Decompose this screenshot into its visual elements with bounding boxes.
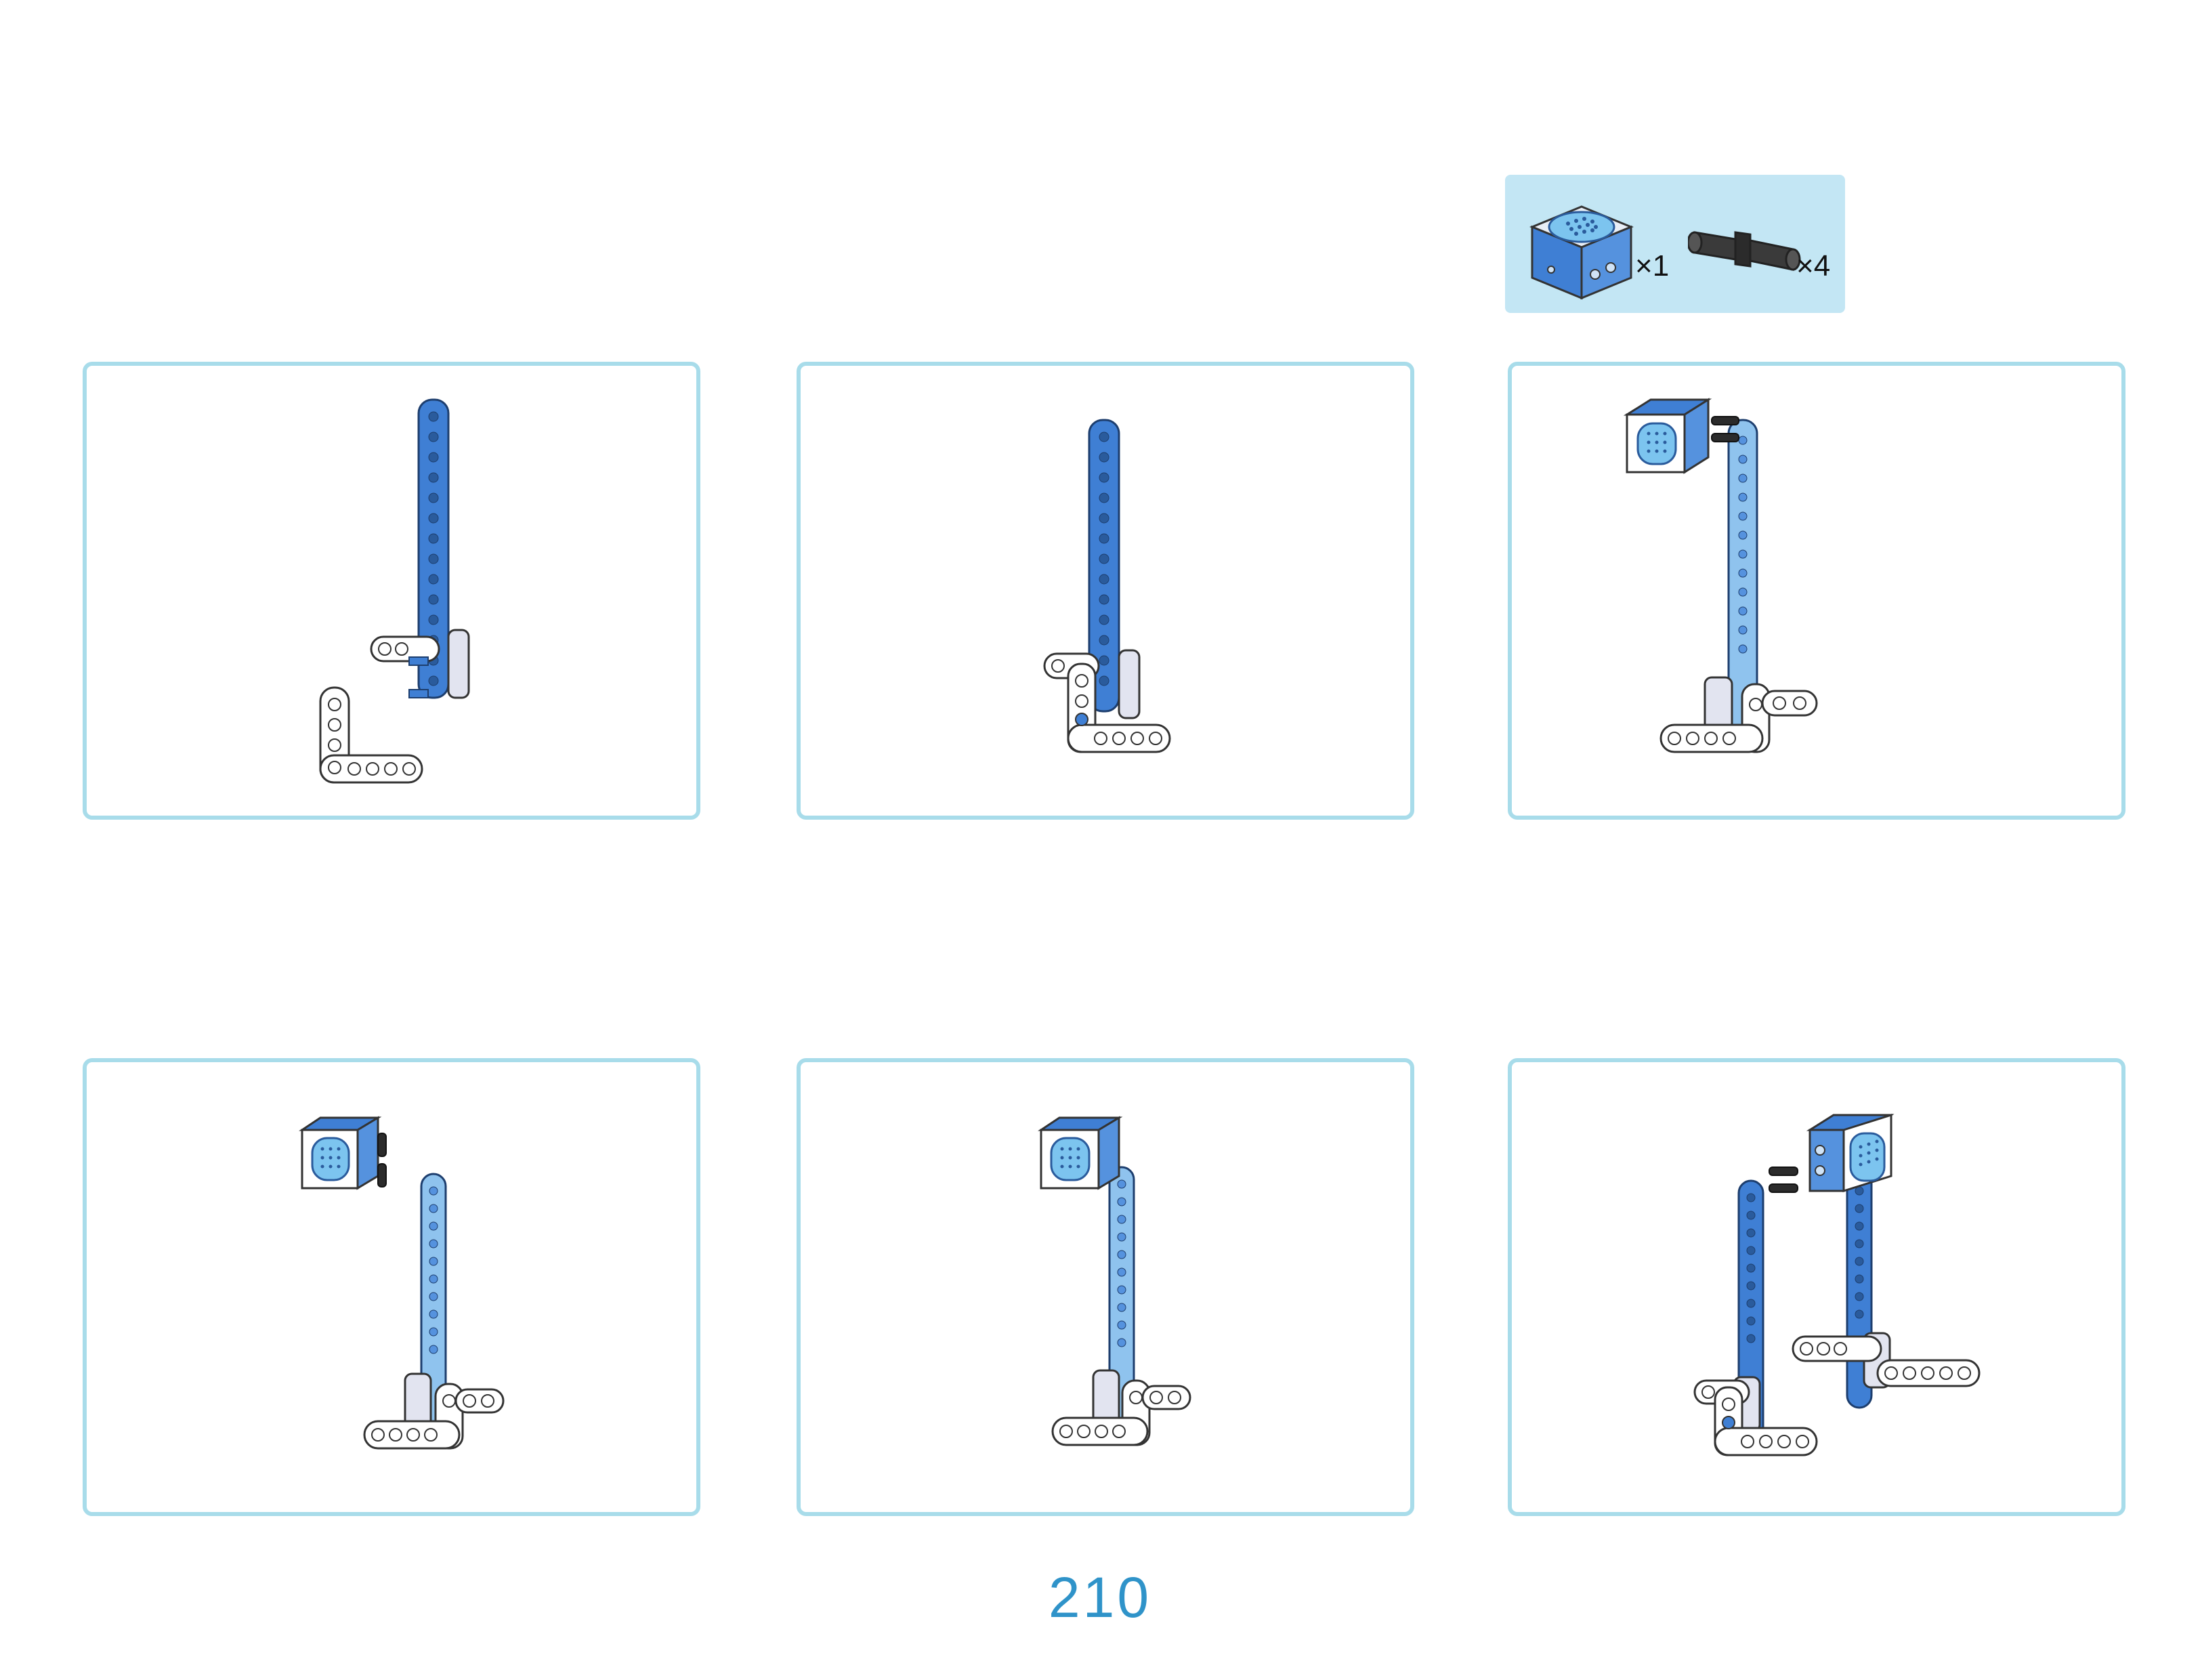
step-1-panel [83, 362, 700, 820]
step-6-panel [1508, 1058, 2125, 1516]
sensor-module-quantity: ×1 [1635, 249, 1670, 282]
step-5-panel [797, 1058, 1414, 1516]
beam-and-l-beam-assembly-icon [1043, 419, 1171, 753]
parts-list: ×1 ×4 [1505, 175, 1845, 313]
sensor-and-beam-assembly-icon [1038, 1116, 1191, 1446]
connector-pin-quantity: ×4 [1796, 249, 1831, 282]
sensor-and-beam-assembly-icon [299, 1116, 505, 1450]
step-4-panel [83, 1058, 700, 1516]
sensor-and-beam-assembly-icon [1623, 398, 1818, 753]
two-leg-sensor-assembly-icon [1693, 1113, 1981, 1456]
sensor-module-icon [1529, 205, 1634, 300]
step-3-panel [1508, 362, 2125, 820]
page-number: 210 [1048, 1566, 1152, 1629]
beam-and-l-beam-assembly-icon [319, 398, 470, 784]
connector-pin-icon [1688, 231, 1801, 271]
step-2-panel [797, 362, 1414, 820]
